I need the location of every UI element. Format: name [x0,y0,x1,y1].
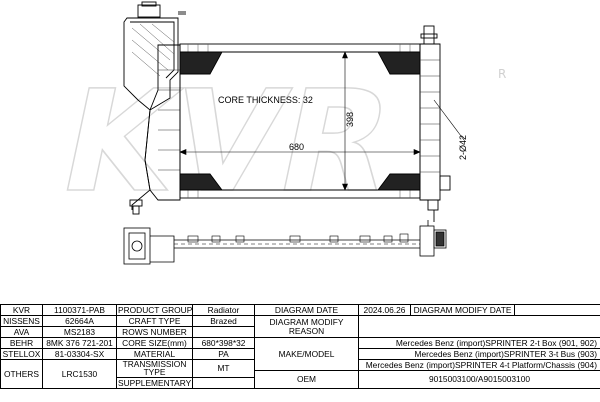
diagram-modify-reason-label: DIAGRAM MODIFY REASON [254,315,359,338]
width-dimension-label: 680 [289,142,304,152]
diagram-modify-reason-value [358,315,600,338]
make-model-label: MAKE/MODEL [254,337,359,371]
dimensions [179,51,465,191]
diagram-date-label: DIAGRAM DATE [254,304,359,316]
behr-part-number: 8MK 376 721-201 [42,337,117,349]
transmission-type-label: TRANSMISSION TYPE [116,359,193,378]
make-model-line-1: Mercedes Benz (import)SPRINTER 2-t Box (… [358,337,600,349]
diagram-modify-date-label: DIAGRAM MODIFY DATE [410,304,515,316]
oem-label: OEM [254,370,359,389]
rows-number-label: ROWS NUMBER [116,326,193,338]
watermark-registered-mark: R [498,67,506,81]
supplementary-value [192,376,255,389]
right-tank [419,25,451,222]
upper-inlet-pipe [423,25,435,45]
core-size-value: 680*398*32 [192,337,255,349]
spec-table: KVR 1100371-PAB PRODUCT GROUP Radiator D… [0,304,600,389]
others-part-number: LRC1530 [42,359,117,389]
kvr-part-number: 1100371-PAB [42,304,117,316]
nissens-part-number: 62664A [42,315,117,327]
oem-value: 9015003100/A9015003100 [358,370,600,389]
stellox-part-number: 81-03304-SX [42,348,117,360]
radiator-core [179,43,421,199]
rows-number-value [192,326,255,338]
brand-ava-label: AVA [0,326,43,338]
expansion-tank [123,1,186,111]
product-group-label: PRODUCT GROUP [116,304,193,316]
product-group-value: Radiator [192,304,255,316]
brand-stellox-label: STELLOX [0,348,43,360]
make-model-line-3: Mercedes Benz (import)SPRINTER 4-t Platf… [358,359,600,371]
make-model-line-2: Mercedes Benz (import)SPRINTER 3-t Bus (… [358,348,600,360]
radiator-drawing: KVR R [47,1,507,265]
bottom-view [123,220,447,265]
core-thickness-label: CORE THICKNESS: 32 [218,95,313,105]
material-label: MATERIAL [116,348,193,360]
craft-type-label: CRAFT TYPE [116,315,193,327]
watermark-text: KVR [47,61,406,223]
brand-behr-label: BEHR [0,337,43,349]
height-dimension-label: 398 [345,112,355,127]
watermark: KVR R [47,61,507,225]
diagram-modify-date-value [514,304,600,316]
diagram-date-value: 2024.06.26 [358,304,411,316]
supplementary-label: SUPPLEMENTARY [116,376,193,389]
craft-type-value: Brazed [192,315,255,327]
ava-part-number: MS2183 [42,326,117,338]
brand-nissens-label: NISSENS [0,315,43,327]
brand-others-label: OTHERS [0,359,43,389]
transmission-type-value: MT [192,359,255,378]
lower-inlet-pipe [439,175,451,191]
brand-kvr-label: KVR [0,304,43,316]
inlet-dimension-leader [433,99,465,141]
material-value: PA [192,348,255,360]
inlet-dimension-label: 2-Ø42 [458,135,468,160]
core-size-label: CORE SIZE(mm) [116,337,193,349]
